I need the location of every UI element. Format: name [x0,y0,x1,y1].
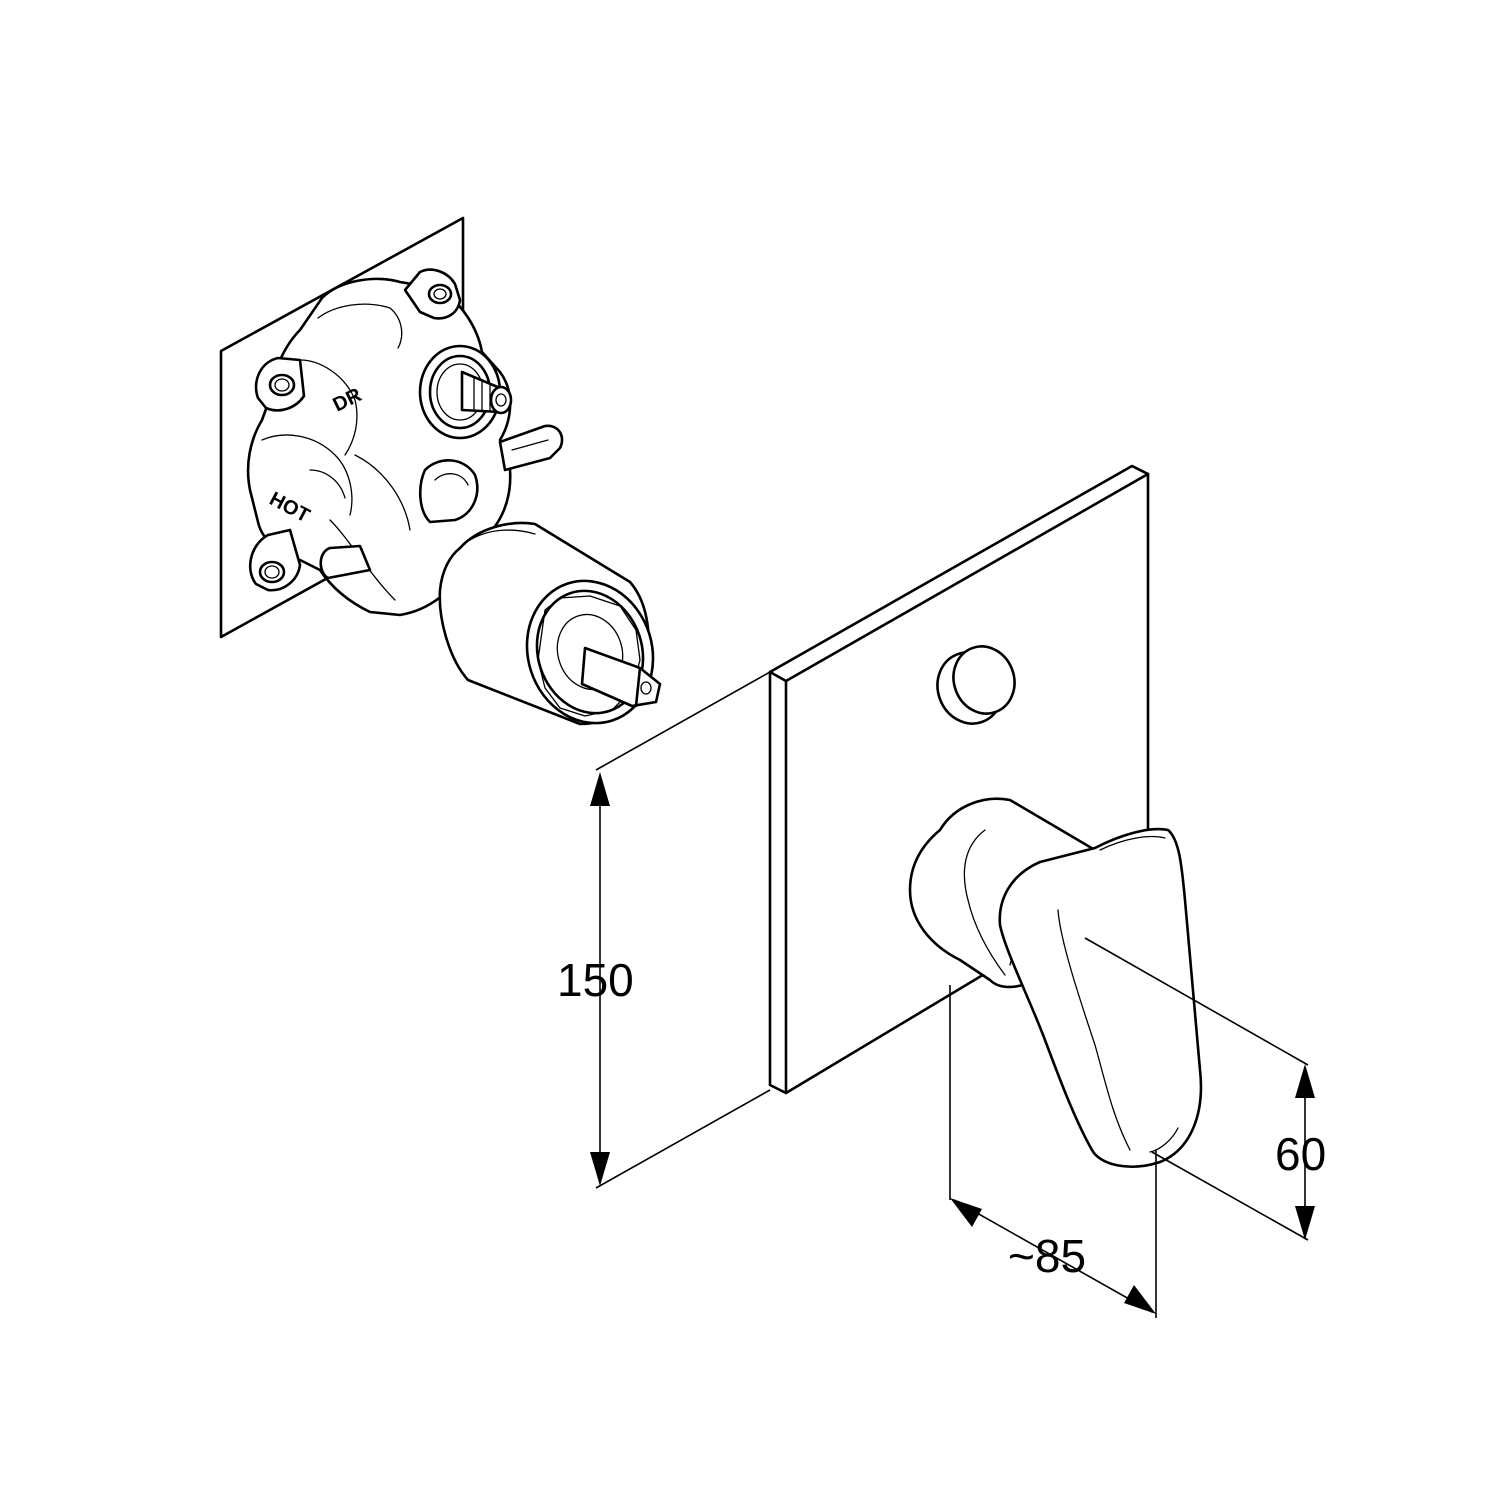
dimension-handle-height: 60 [1084,937,1326,1241]
lever-handle[interactable] [908,797,1203,1168]
dimension-height: 150 [557,671,771,1189]
cartridge [438,521,662,726]
cover-plate-assembly [768,464,1203,1168]
concealed-valve-body: DR HOT [219,216,662,726]
body-knob [419,459,479,524]
upper-outlet-connection [418,344,513,440]
side-stub-left [319,544,372,580]
mounting-ear-left-upper [254,356,306,412]
mounting-ear-left-lower [248,528,302,592]
side-stub-right [498,424,564,472]
dimension-handle-height-label: 60 [1275,1128,1326,1180]
dimension-depth: ~85 [949,985,1157,1318]
diverter-button[interactable] [928,638,1024,733]
dimension-height-label: 150 [557,954,634,1006]
dimension-depth-label: ~85 [1008,1230,1086,1282]
mounting-ear-top [403,268,462,320]
